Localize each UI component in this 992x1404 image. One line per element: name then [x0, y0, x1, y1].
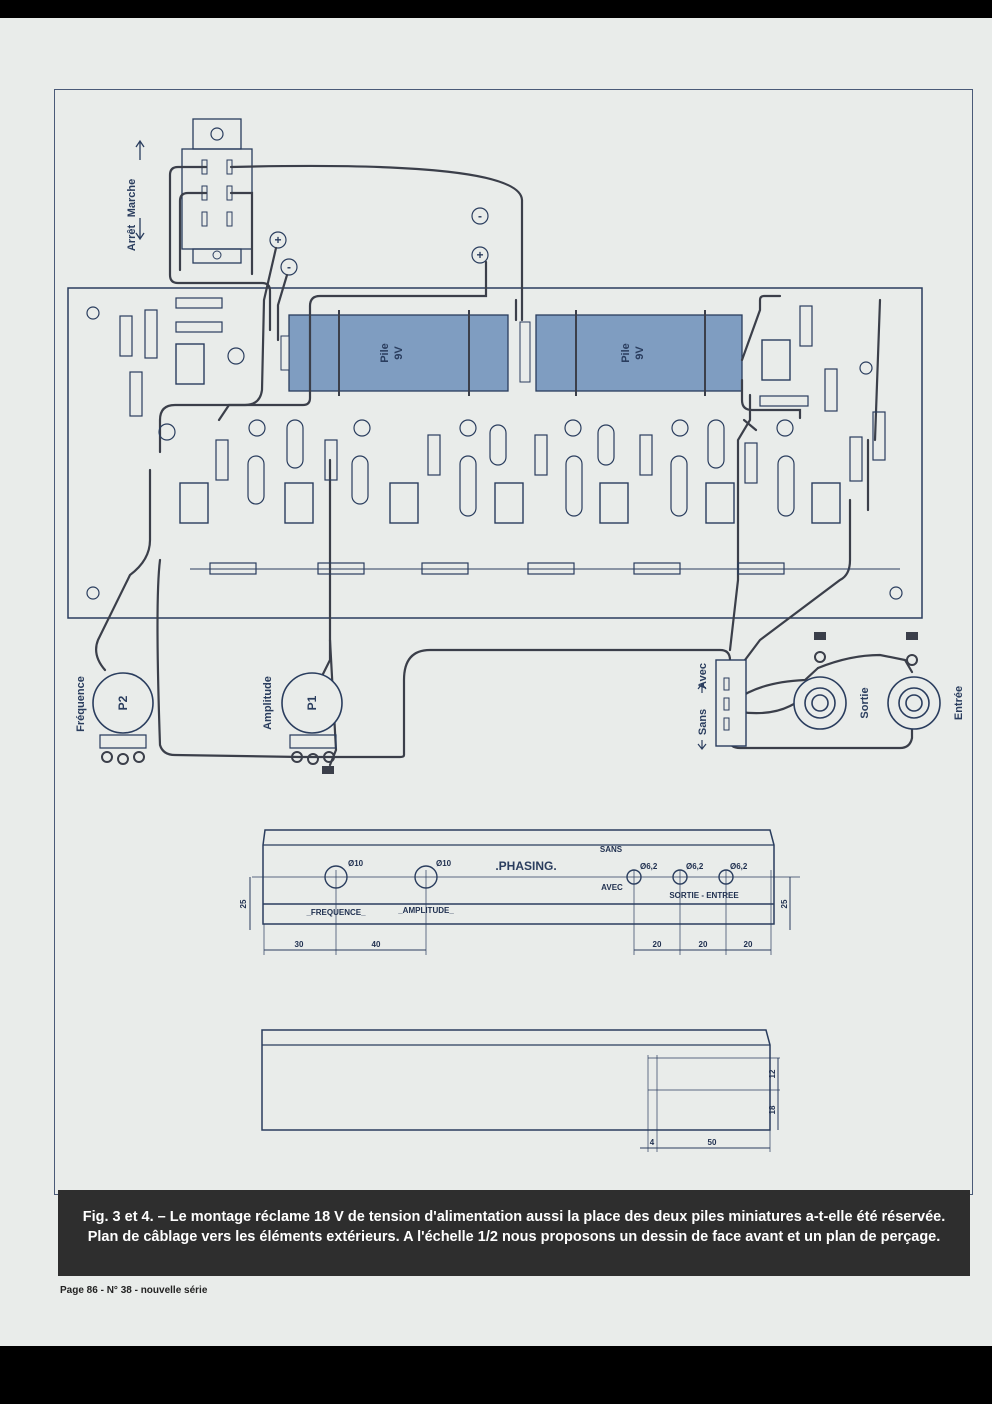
dim-12: 12 — [768, 1069, 777, 1078]
mounting-hole — [86, 586, 100, 600]
mounting-hole — [859, 361, 873, 375]
hole-freq-dia: Ø10 — [348, 859, 364, 868]
capacitors — [247, 419, 795, 517]
svg-text:-: - — [478, 209, 482, 223]
output-jack[interactable] — [793, 632, 847, 730]
svg-text:+: + — [274, 233, 281, 247]
battery-left-label-1: Pile — [379, 343, 391, 363]
svg-text:-: - — [287, 260, 291, 274]
bypass-switch[interactable] — [715, 659, 747, 747]
hole-b-dia: Ø6,2 — [686, 862, 704, 871]
battery-right-label-1: Pile — [620, 343, 632, 363]
transistors — [158, 347, 794, 441]
battery-left-label-2: 9V — [393, 346, 405, 360]
wires — [95, 164, 914, 767]
ic-chips — [175, 339, 841, 524]
panel-ampl-label: _AMPLITUDE_ — [397, 906, 454, 915]
dim-18: 18 — [768, 1105, 777, 1114]
dim-25-right: 25 — [780, 899, 789, 908]
arrow-down-icon — [135, 218, 145, 241]
hole-ampl-dia: Ø10 — [436, 859, 452, 868]
hole-c-dia: Ø6,2 — [730, 862, 748, 871]
p2-id: P2 — [116, 695, 130, 710]
battery-right — [535, 314, 743, 392]
panel-title: .PHASING. — [495, 859, 556, 873]
amplitude-label: Amplitude — [262, 676, 274, 730]
dim-40: 40 — [372, 940, 381, 949]
panel-freq-label: _FREQUENCE_ — [305, 908, 366, 917]
arrow-up-icon — [697, 683, 707, 693]
arret-label: Arrêt — [126, 225, 138, 252]
p1-id: P1 — [305, 695, 319, 710]
battery-right-label-2: 9V — [634, 346, 646, 360]
battery-left — [288, 314, 509, 392]
dim-20b: 20 — [699, 940, 708, 949]
hole-a-dia: Ø6,2 — [640, 862, 658, 871]
potentiometer-p1[interactable] — [281, 672, 343, 774]
figure-caption: Fig. 3 et 4. – Le montage réclame 18 V d… — [58, 1190, 970, 1276]
sans-label: Sans — [697, 709, 709, 735]
pcb-board-outline — [67, 287, 923, 619]
dim-20c: 20 — [744, 940, 753, 949]
avec-label: Avec — [697, 663, 709, 689]
panel-sortie-entree-label: SORTIE - ENTREE — [669, 891, 739, 900]
page-footer: Page 86 - N° 38 - nouvelle série — [60, 1285, 208, 1296]
arrow-down-icon — [697, 740, 707, 750]
entree-label: Entrée — [953, 686, 965, 720]
mounting-hole — [889, 586, 903, 600]
dim-4: 4 — [650, 1138, 655, 1147]
marche-label: Marche — [126, 179, 138, 218]
input-jack[interactable] — [887, 632, 941, 730]
arrow-up-icon — [135, 139, 145, 160]
front-panel — [249, 829, 800, 955]
frequence-label: Fréquence — [75, 676, 87, 732]
dim-20a: 20 — [653, 940, 662, 949]
dim-25-left: 25 — [239, 899, 248, 908]
power-switch — [181, 118, 253, 264]
sortie-label: Sortie — [859, 687, 871, 718]
drill-plan — [261, 1029, 780, 1152]
dim-50: 50 — [708, 1138, 717, 1147]
svg-text:+: + — [476, 248, 483, 262]
mounting-hole — [86, 306, 100, 320]
polarity-markers: + - - + — [269, 207, 489, 276]
dim-30: 30 — [295, 940, 304, 949]
potentiometer-p2[interactable] — [92, 672, 154, 765]
panel-sans-label: SANS — [600, 845, 623, 854]
panel-avec-label: AVEC — [601, 883, 623, 892]
